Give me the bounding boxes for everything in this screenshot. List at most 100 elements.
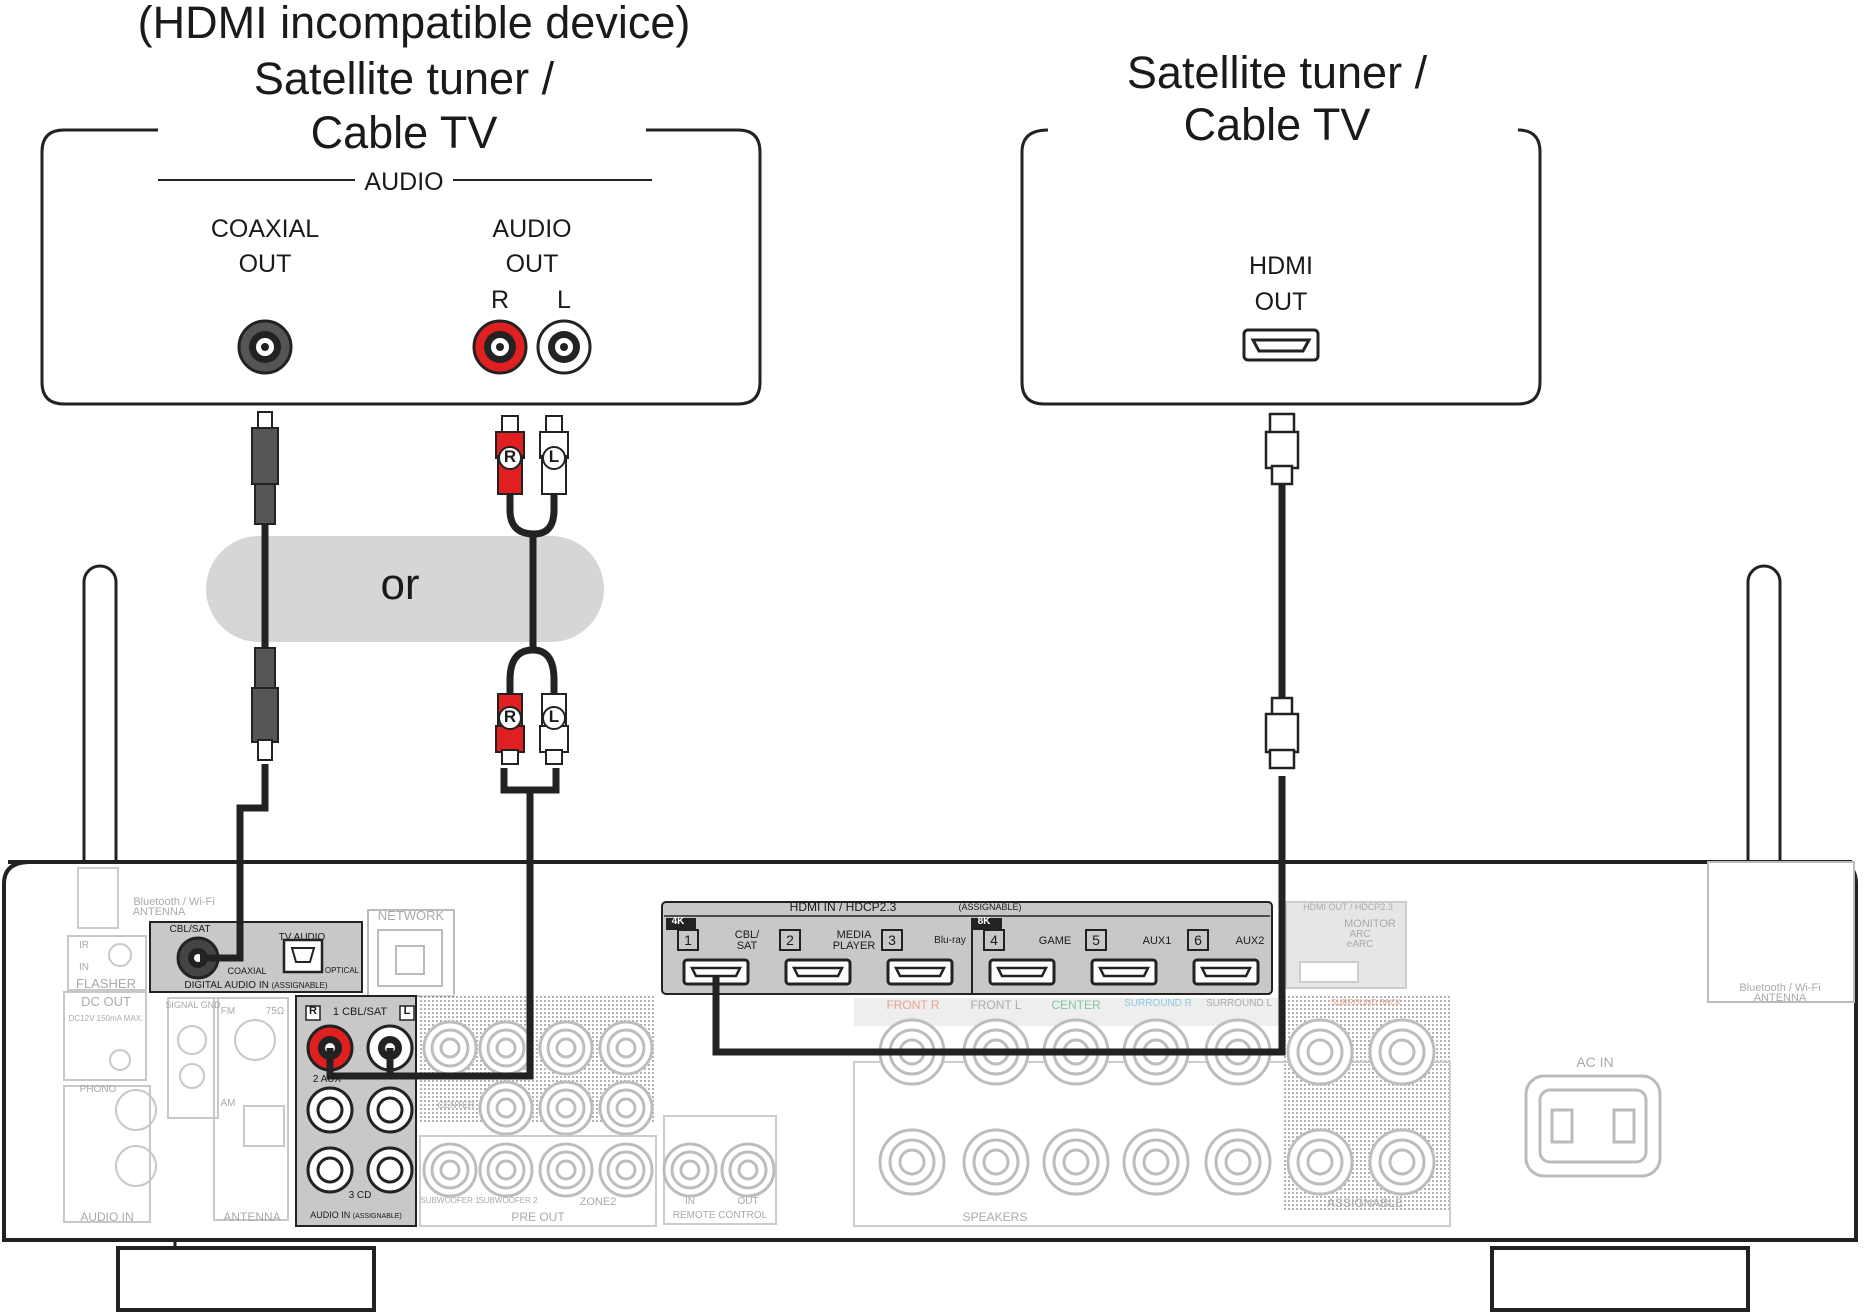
- hdmi-in-title: HDMI IN / HDCP2.3: [789, 900, 897, 914]
- ac-in-socket: [1524, 1074, 1662, 1178]
- left-device-title-line1: Satellite tuner /: [253, 53, 555, 104]
- audio-in-label: AUDIO IN (ASSIGNABLE): [310, 1210, 402, 1220]
- center-small-label: CENTER: [437, 1100, 475, 1110]
- hdmi-in-4-name: GAME: [1038, 935, 1072, 947]
- hdmi-in-2-num: 2: [786, 932, 794, 948]
- hdmi-in-3-name: Blu-ray: [934, 935, 966, 946]
- coaxial-digital-label: COAXIAL: [227, 966, 267, 976]
- spk-surround-l-label: SURROUND L: [1205, 998, 1273, 1009]
- hdmi-in-3-num: 3: [888, 932, 896, 948]
- speakers-section: [853, 996, 1451, 1227]
- hdmi-in-5-num: 5: [1092, 932, 1100, 948]
- plug-l-label-bottom: L: [548, 707, 560, 726]
- left-device-title-line2: Cable TV: [310, 107, 498, 158]
- badge-8k: 8K: [977, 916, 991, 927]
- coaxial-cable: [200, 411, 279, 962]
- audio-in-left-label: AUDIO IN: [80, 1210, 134, 1224]
- hdmi-in-6-num: 6: [1194, 932, 1202, 948]
- zone2-label: ZONE2: [579, 1196, 617, 1208]
- input-3-cd-label: 3 CD: [348, 1190, 372, 1201]
- hdmi-out-port: [1242, 328, 1320, 362]
- bt-antenna-right-label-1: Bluetooth / Wi-Fi: [1739, 982, 1821, 994]
- left-device-box: [40, 128, 762, 406]
- rc-out-label: OUT: [737, 1196, 759, 1207]
- dc-spec-label: DC12V 150mA MAX.: [68, 1014, 144, 1023]
- ohm-label: 75Ω: [265, 1006, 285, 1017]
- antenna-label: ANTENNA: [223, 1210, 281, 1224]
- spk-front-l-label: FRONT L: [970, 998, 1022, 1012]
- tv-audio-label: TV AUDIO: [278, 932, 326, 943]
- remote-control-section: [662, 1115, 777, 1225]
- ac-in-label: AC IN: [1576, 1054, 1614, 1070]
- hdmi-in-1-name-1: CBL/: [734, 929, 760, 941]
- hdmi-in-2-name-1: MEDIA: [836, 929, 872, 941]
- or-separator: [206, 536, 604, 642]
- hdmi-out-title: HDMI OUT / HDCP2.3: [1303, 902, 1393, 912]
- digital-audio-in-assignable: (ASSIGNABLE): [271, 981, 328, 990]
- audio-in-l-box: L: [403, 1005, 411, 1017]
- audio-in-r-box: R: [309, 1005, 317, 1017]
- arc-label: ARC: [1349, 929, 1371, 940]
- rca-stereo-cable: [326, 415, 569, 1080]
- hdmi-out-panel: [1285, 901, 1407, 989]
- coaxial-out-jack: [237, 319, 293, 375]
- ir-flasher-section: [63, 935, 289, 1223]
- assignable-speakers-label: ASSIGNABLE: [1326, 1196, 1404, 1210]
- ir-label: IR: [79, 940, 89, 951]
- digital-audio-in-panel: [149, 921, 363, 993]
- hdmi-in-1-num: 1: [684, 932, 692, 948]
- input-1-cbl-sat-label: 1 CBL/SAT: [332, 1006, 388, 1018]
- right-device-title-line1: Satellite tuner /: [1126, 47, 1428, 98]
- audio-out-l-label: L: [557, 286, 571, 314]
- cbl-sat-digital-label: CBL/SAT: [169, 924, 211, 935]
- phono-label: PHONO: [79, 1084, 117, 1095]
- plug-l-marker-bottom: [542, 706, 566, 730]
- bt-antenna-right-label-2: ANTENNA: [1753, 992, 1807, 1004]
- right-device-box: [1020, 128, 1542, 406]
- spk-surround-back-label: SURROUND BACK: [1330, 998, 1402, 1007]
- rc-in-label: IN: [685, 1196, 695, 1207]
- badge-4k: 4K: [671, 916, 685, 927]
- remote-control-label: REMOTE CONTROL: [672, 1210, 768, 1221]
- hdmi-out-label-line1: HDMI: [1249, 252, 1313, 280]
- monitor-label: MONITOR: [1344, 918, 1396, 930]
- bt-antenna-left-label-1: Bluetooth / Wi-Fi: [133, 896, 215, 908]
- spk-surround-r-label: SURROUND R: [1124, 998, 1192, 1009]
- audio-section-label: AUDIO: [364, 168, 444, 196]
- audio-in-assignable: (ASSIGNABLE): [352, 1213, 402, 1220]
- plug-l-label-top: L: [548, 447, 560, 466]
- audio-out-r-label: R: [490, 286, 510, 314]
- hdmi-in-6-name: AUX2: [1235, 935, 1265, 947]
- plug-r-marker-top: [498, 446, 522, 470]
- earc-label: eARC: [1346, 939, 1374, 950]
- hdmi-in-5-name: AUX1: [1142, 935, 1172, 947]
- hdmi-in-4-num: 4: [990, 932, 998, 948]
- audio-out-label-line2: OUT: [505, 250, 559, 278]
- hdmi-cable: [712, 412, 1300, 1056]
- fm-label: FM: [220, 1006, 236, 1017]
- pre-out-section: [419, 994, 657, 1227]
- subwoofer2-label: SUBWOOFER 2: [478, 1196, 538, 1205]
- or-label: or: [380, 560, 420, 609]
- coaxial-out-label-line2: OUT: [238, 250, 292, 278]
- plug-l-marker-top: [542, 446, 566, 470]
- subwoofer1-label: SUBWOOFER 1: [420, 1196, 480, 1205]
- ir-in-label: IN: [79, 962, 89, 973]
- plug-r-label-top: R: [503, 447, 517, 466]
- hdmi-in-1-name-2: SAT: [736, 940, 758, 952]
- speakers-label: SPEAKERS: [962, 1210, 1028, 1224]
- hdmi-out-label-line2: OUT: [1254, 288, 1308, 316]
- flasher-label: FLASHER: [76, 976, 136, 991]
- am-label: AM: [220, 1098, 236, 1109]
- plug-r-marker-bottom: [498, 706, 522, 730]
- audio-out-l-jack: [536, 319, 592, 375]
- dc-out-label: DC OUT: [81, 994, 131, 1009]
- network-label: NETWORK: [377, 908, 445, 923]
- pre-out-label: PRE OUT: [511, 1210, 565, 1224]
- hdmi-in-2-name-2: PLAYER: [832, 940, 876, 952]
- hdmi-input-panel: [661, 901, 1273, 995]
- audio-in-panel: [295, 995, 417, 1227]
- coaxial-out-label-line1: COAXIAL: [210, 215, 320, 243]
- spk-front-r-label: FRONT R: [886, 998, 940, 1012]
